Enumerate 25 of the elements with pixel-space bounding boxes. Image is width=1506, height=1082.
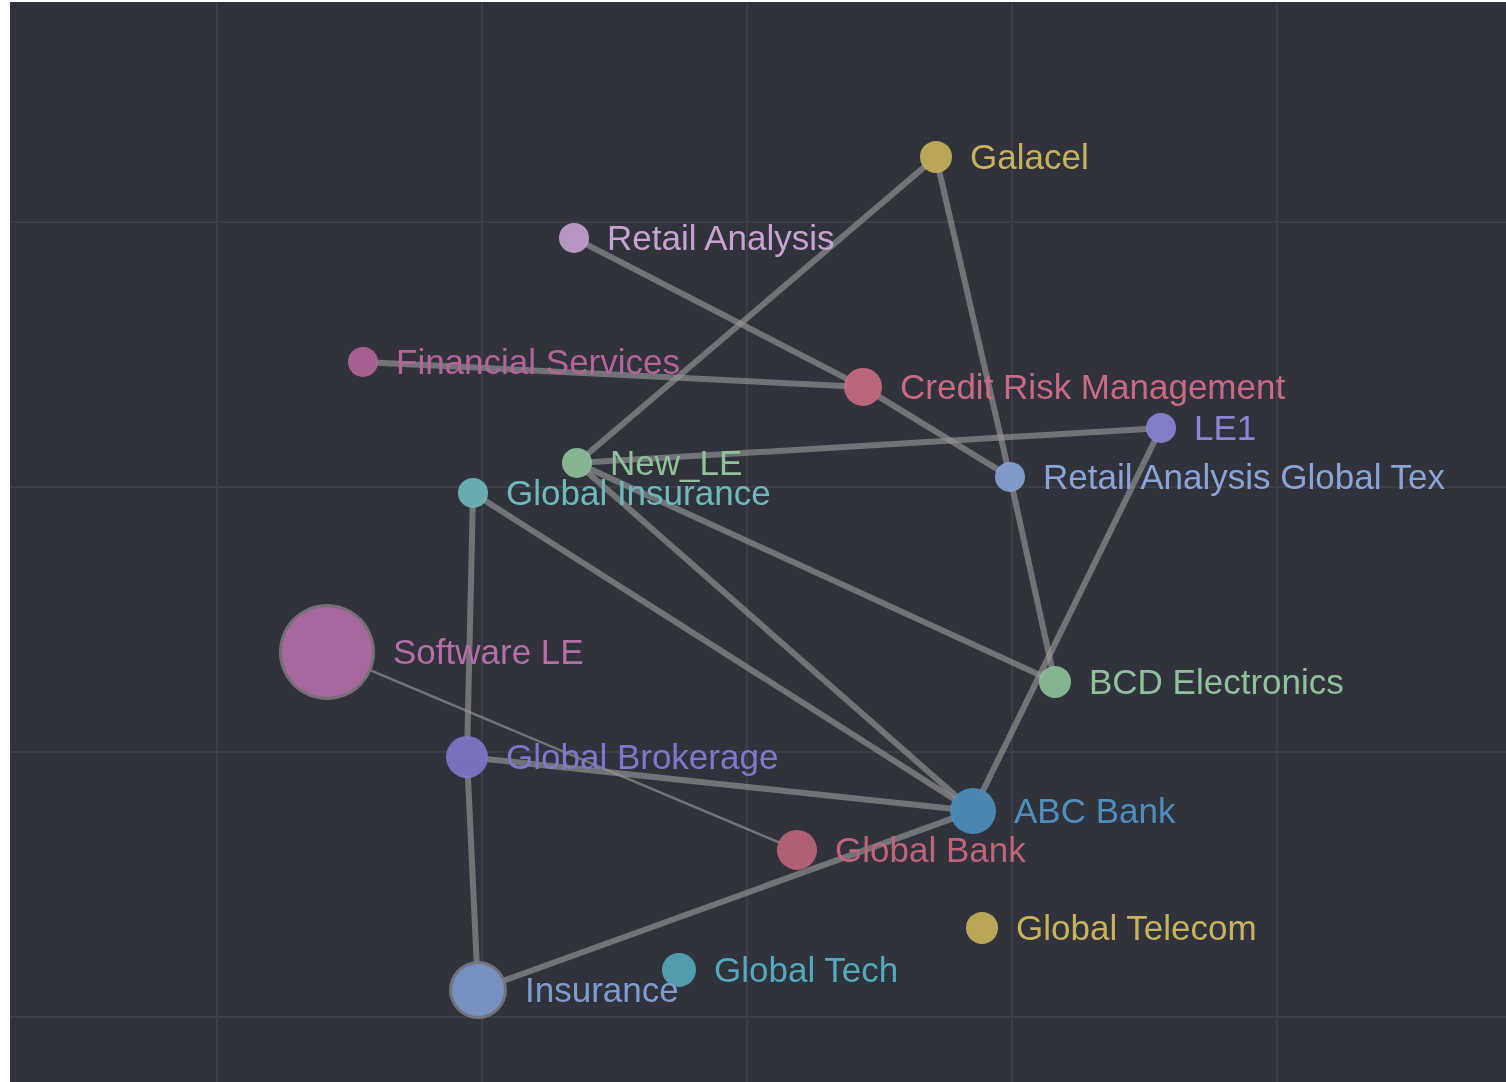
node-label: Retail Analysis Global Tex [1043, 456, 1446, 498]
node-label: Insurance [525, 969, 679, 1011]
node-label: BCD Electronics [1089, 661, 1344, 703]
connector-line [980, 438, 1158, 794]
node-label: LE1 [1194, 407, 1257, 449]
connector-line [584, 241, 850, 382]
connector-line [370, 669, 780, 844]
connector-line [585, 164, 927, 457]
node-label: Credit Risk Management [900, 366, 1286, 408]
connector-line [502, 815, 955, 984]
node-label: Retail Analysis [607, 217, 835, 259]
connector-line [1010, 488, 1055, 670]
connector-line [482, 498, 957, 802]
node-label: ABC Bank [1014, 790, 1176, 832]
connector-line [876, 393, 1001, 473]
node-label: Software LE [393, 631, 584, 673]
connector-line [375, 359, 847, 390]
connector-line [585, 469, 959, 799]
node-label: Global Brokerage [506, 736, 779, 778]
node-label: Galacel [970, 136, 1089, 178]
node-label: Financial Services [396, 341, 680, 383]
node-label: Global Telecom [1016, 907, 1257, 949]
connector-line [464, 505, 476, 739]
node-label: Global Tech [714, 949, 899, 991]
node-label: Global Bank [835, 829, 1026, 871]
